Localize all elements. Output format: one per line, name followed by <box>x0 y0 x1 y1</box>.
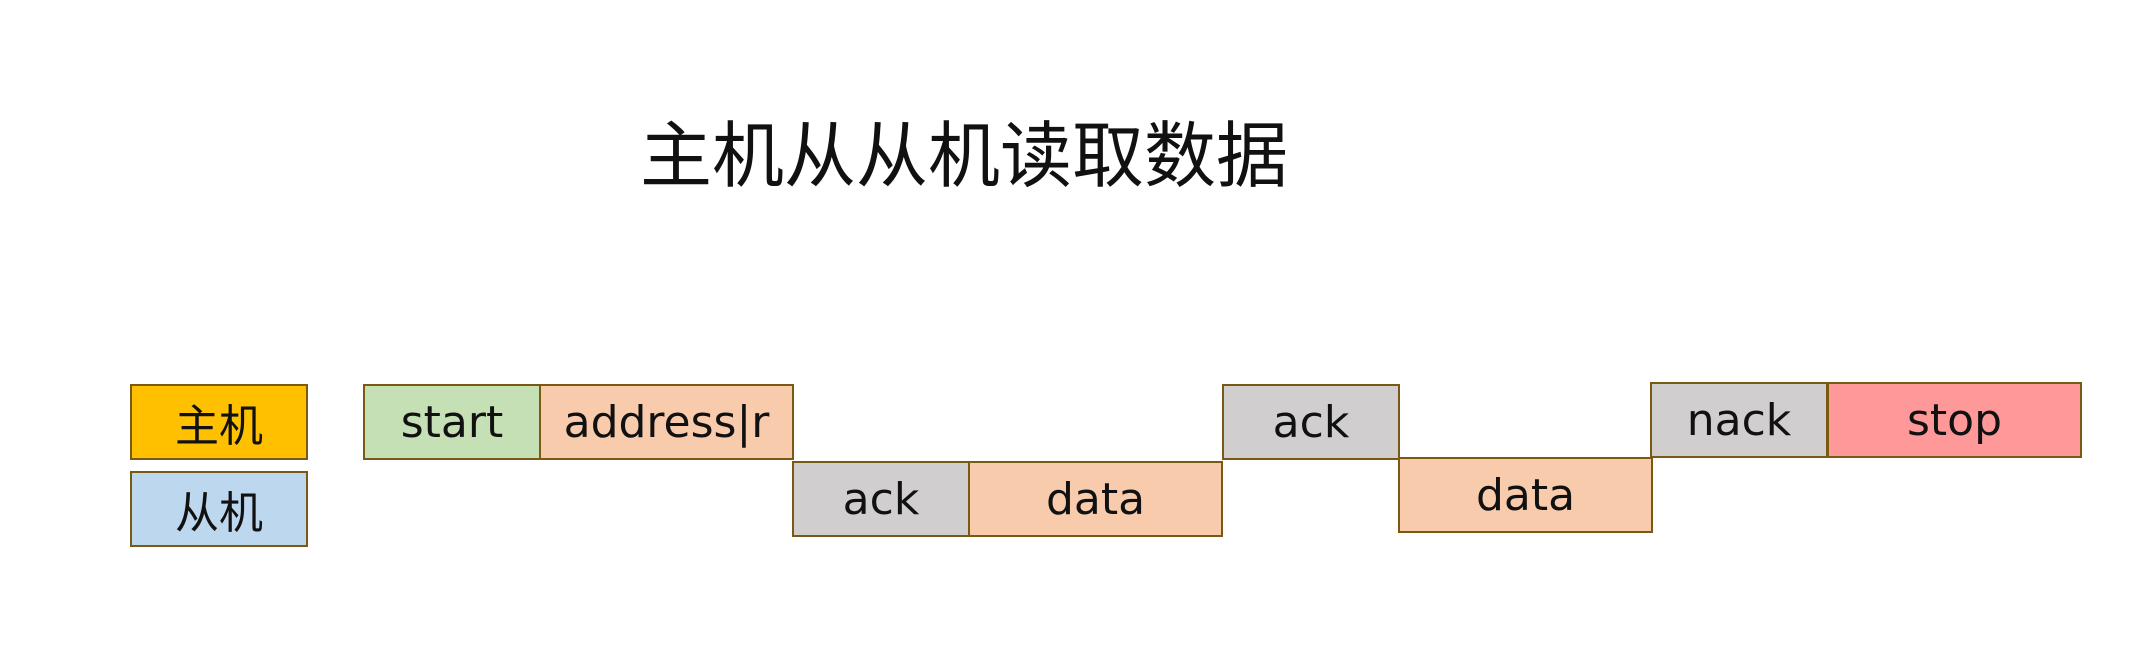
segment-stop: stop <box>1827 382 2082 458</box>
segment-address-read: address|r <box>539 384 794 460</box>
segment-slave-data-1: data <box>968 461 1223 537</box>
legend-slave: 从机 <box>130 471 308 547</box>
segment-slave-ack: ack <box>792 461 970 537</box>
legend-master: 主机 <box>130 384 308 460</box>
segment-master-ack: ack <box>1222 384 1400 460</box>
segment-master-nack: nack <box>1650 382 1828 458</box>
segment-start: start <box>363 384 541 460</box>
diagram-title: 主机从从机读取数据 <box>640 114 1289 198</box>
segment-slave-data-2: data <box>1398 457 1653 533</box>
